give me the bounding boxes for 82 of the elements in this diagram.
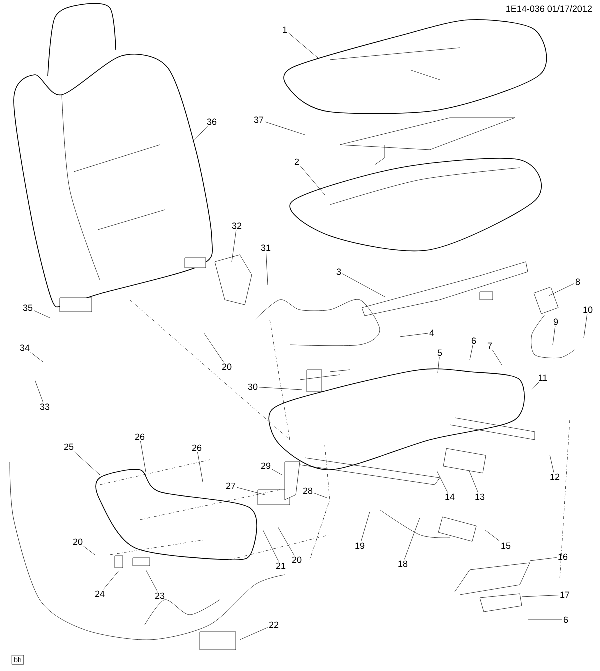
callout-number: 13 <box>476 494 485 500</box>
callout-number: 25 <box>64 444 74 450</box>
leader-line <box>484 530 500 542</box>
callout-number: 1 <box>283 26 288 34</box>
leader-line <box>266 252 268 286</box>
callout-number: 14 <box>446 494 455 500</box>
leader-line <box>232 230 237 262</box>
leader-line <box>240 628 268 640</box>
leader-line <box>192 126 208 144</box>
callout-number: 18 <box>398 560 408 568</box>
leader-line <box>436 470 448 493</box>
leader-line <box>438 357 440 374</box>
leader-line <box>314 493 328 498</box>
leader-line <box>530 558 557 562</box>
callout-number: 27 <box>226 482 236 490</box>
leader-line <box>198 452 204 482</box>
callout-number: 16 <box>558 554 568 560</box>
leader-line <box>492 350 502 366</box>
callout-number: 2 <box>294 158 300 166</box>
callout-number: 3 <box>336 268 342 276</box>
callout-number: 26 <box>192 444 202 452</box>
leader-line <box>548 284 574 296</box>
leader-line <box>584 314 588 338</box>
leader-line <box>30 352 44 362</box>
callout-number: 19 <box>356 542 365 550</box>
callout-number: 35 <box>23 304 33 312</box>
leader-line <box>404 518 420 560</box>
callout-number: 21 <box>276 562 286 570</box>
leader-line <box>74 451 100 476</box>
callout-number: 31 <box>261 244 271 252</box>
callout-number: 20 <box>73 538 83 546</box>
callout-number: 26 <box>135 434 145 440</box>
callout-number: 23 <box>155 592 165 600</box>
leader-line <box>361 512 370 542</box>
callout-number: 17 <box>560 592 570 598</box>
callout-number: 28 <box>303 488 313 494</box>
leader-line <box>237 487 266 496</box>
callout-number: 7 <box>488 342 492 350</box>
callout-number: 30 <box>248 384 258 390</box>
callout-number: 32 <box>232 222 242 230</box>
callout-number: 8 <box>576 278 580 286</box>
leader-line <box>204 332 224 363</box>
callout-number: 12 <box>550 474 560 480</box>
leader-line <box>342 274 386 298</box>
leader-line <box>552 326 556 346</box>
leader-line <box>140 441 146 472</box>
leader-line <box>470 345 474 360</box>
leader-line <box>34 380 44 403</box>
callout-number: 33 <box>40 404 50 410</box>
callout-number: 9 <box>554 318 558 326</box>
callout-number: 4 <box>430 330 434 336</box>
leader-line <box>103 570 120 590</box>
callout-number: 10 <box>584 306 593 314</box>
leader-line <box>532 382 540 390</box>
leader-line <box>259 387 302 390</box>
callout-number: 20 <box>222 364 232 370</box>
callout-number: 22 <box>269 622 279 628</box>
leader-line <box>146 570 158 592</box>
callout-number: 5 <box>438 350 442 356</box>
leader-line <box>300 166 326 196</box>
leader-line <box>288 32 318 58</box>
leader-line <box>550 454 554 473</box>
leader-line <box>34 310 50 318</box>
drawing-number: 1E14-036 01/17/2012 <box>506 6 592 12</box>
callout-number: 11 <box>539 374 548 382</box>
leader-line <box>272 469 282 476</box>
callout-number: 34 <box>20 344 30 352</box>
leader-line <box>468 470 478 493</box>
leader-line <box>262 530 280 562</box>
callout-number: 20 <box>292 556 302 564</box>
leader-line <box>84 546 96 556</box>
callout-number: 6 <box>472 338 476 344</box>
callout-number: 24 <box>95 590 105 598</box>
leader-line <box>265 122 306 136</box>
leader-line <box>522 595 559 598</box>
leader-line <box>400 333 428 338</box>
callout-number: 29 <box>261 462 271 470</box>
leader-line <box>278 526 295 556</box>
callout-number: 6 <box>564 616 568 624</box>
callout-number: 15 <box>502 542 511 550</box>
callout-number: 36 <box>207 118 217 126</box>
callout-number: 37 <box>254 116 264 124</box>
